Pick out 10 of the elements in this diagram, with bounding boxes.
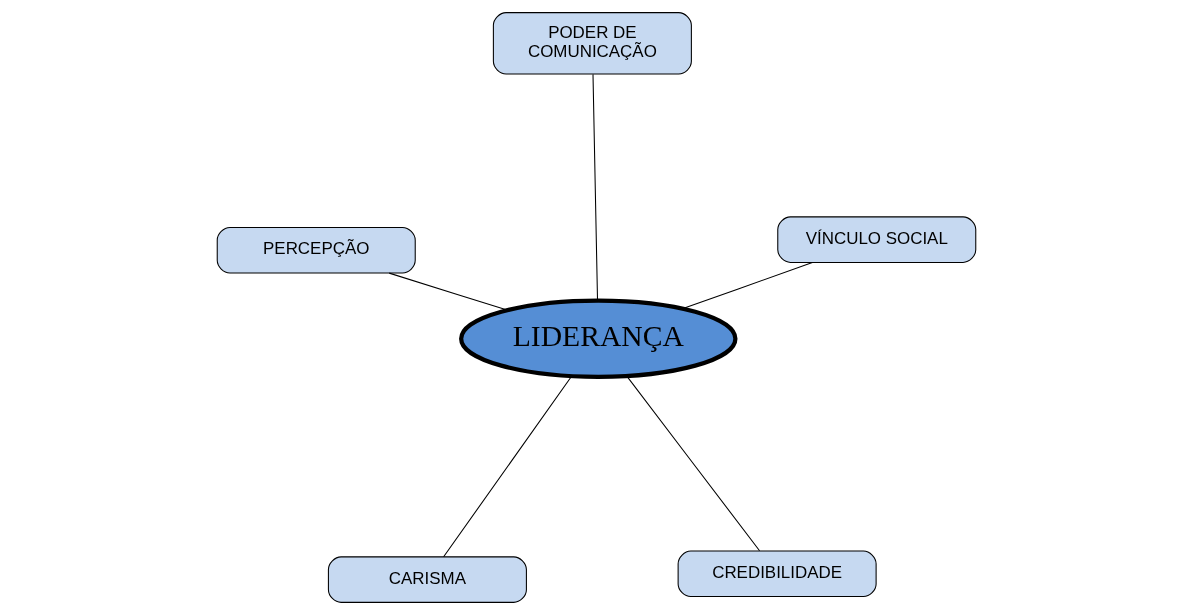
node-box: PODER DE COMUNICAÇÃO <box>492 12 692 75</box>
node-box: CREDIBILIDADE <box>677 550 877 598</box>
connector <box>626 375 760 552</box>
node-box: CARISMA <box>327 556 527 603</box>
node-box: PERCEPÇÃO <box>216 226 416 274</box>
connector <box>388 272 508 311</box>
node-box: VÍNCULO SOCIAL <box>776 216 976 263</box>
node-ellipse: LIDERANÇA <box>458 298 737 379</box>
connector <box>591 73 598 301</box>
connector <box>442 375 572 558</box>
